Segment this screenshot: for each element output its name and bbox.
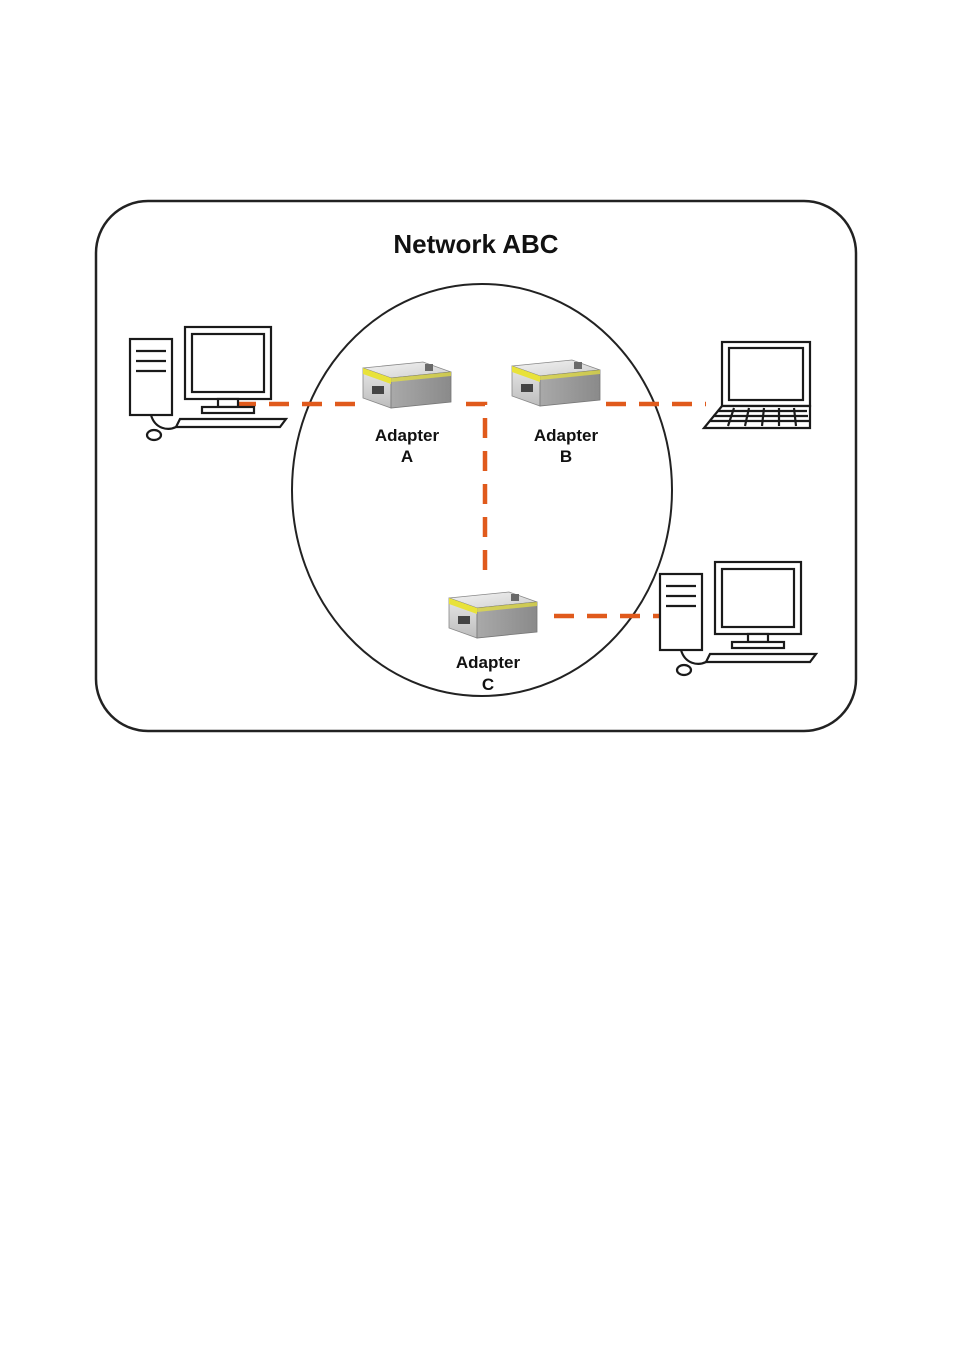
network-title: Network ABC	[393, 229, 558, 259]
connection-links	[236, 404, 706, 616]
laptop-icon	[704, 342, 810, 428]
adapter-c-letter: C	[482, 675, 494, 694]
adapter-c: Adapter C	[449, 592, 537, 694]
adapter-b-letter: B	[560, 447, 572, 466]
adapter-a-label: Adapter	[375, 426, 440, 445]
desktop-computer-icon	[660, 562, 816, 675]
powerline-adapter-icon	[449, 592, 537, 638]
adapter-b: Adapter B	[512, 360, 600, 466]
adapter-a-letter: A	[401, 447, 413, 466]
adapter-a: Adapter A	[363, 362, 451, 466]
network-boundary	[96, 201, 856, 731]
adapter-b-label: Adapter	[534, 426, 599, 445]
powerline-adapter-icon	[363, 362, 451, 408]
powerline-adapter-icon	[512, 360, 600, 406]
link-adapter-a-adapter-c	[466, 404, 485, 574]
adapter-c-label: Adapter	[456, 653, 521, 672]
desktop-computer-icon	[130, 327, 286, 440]
